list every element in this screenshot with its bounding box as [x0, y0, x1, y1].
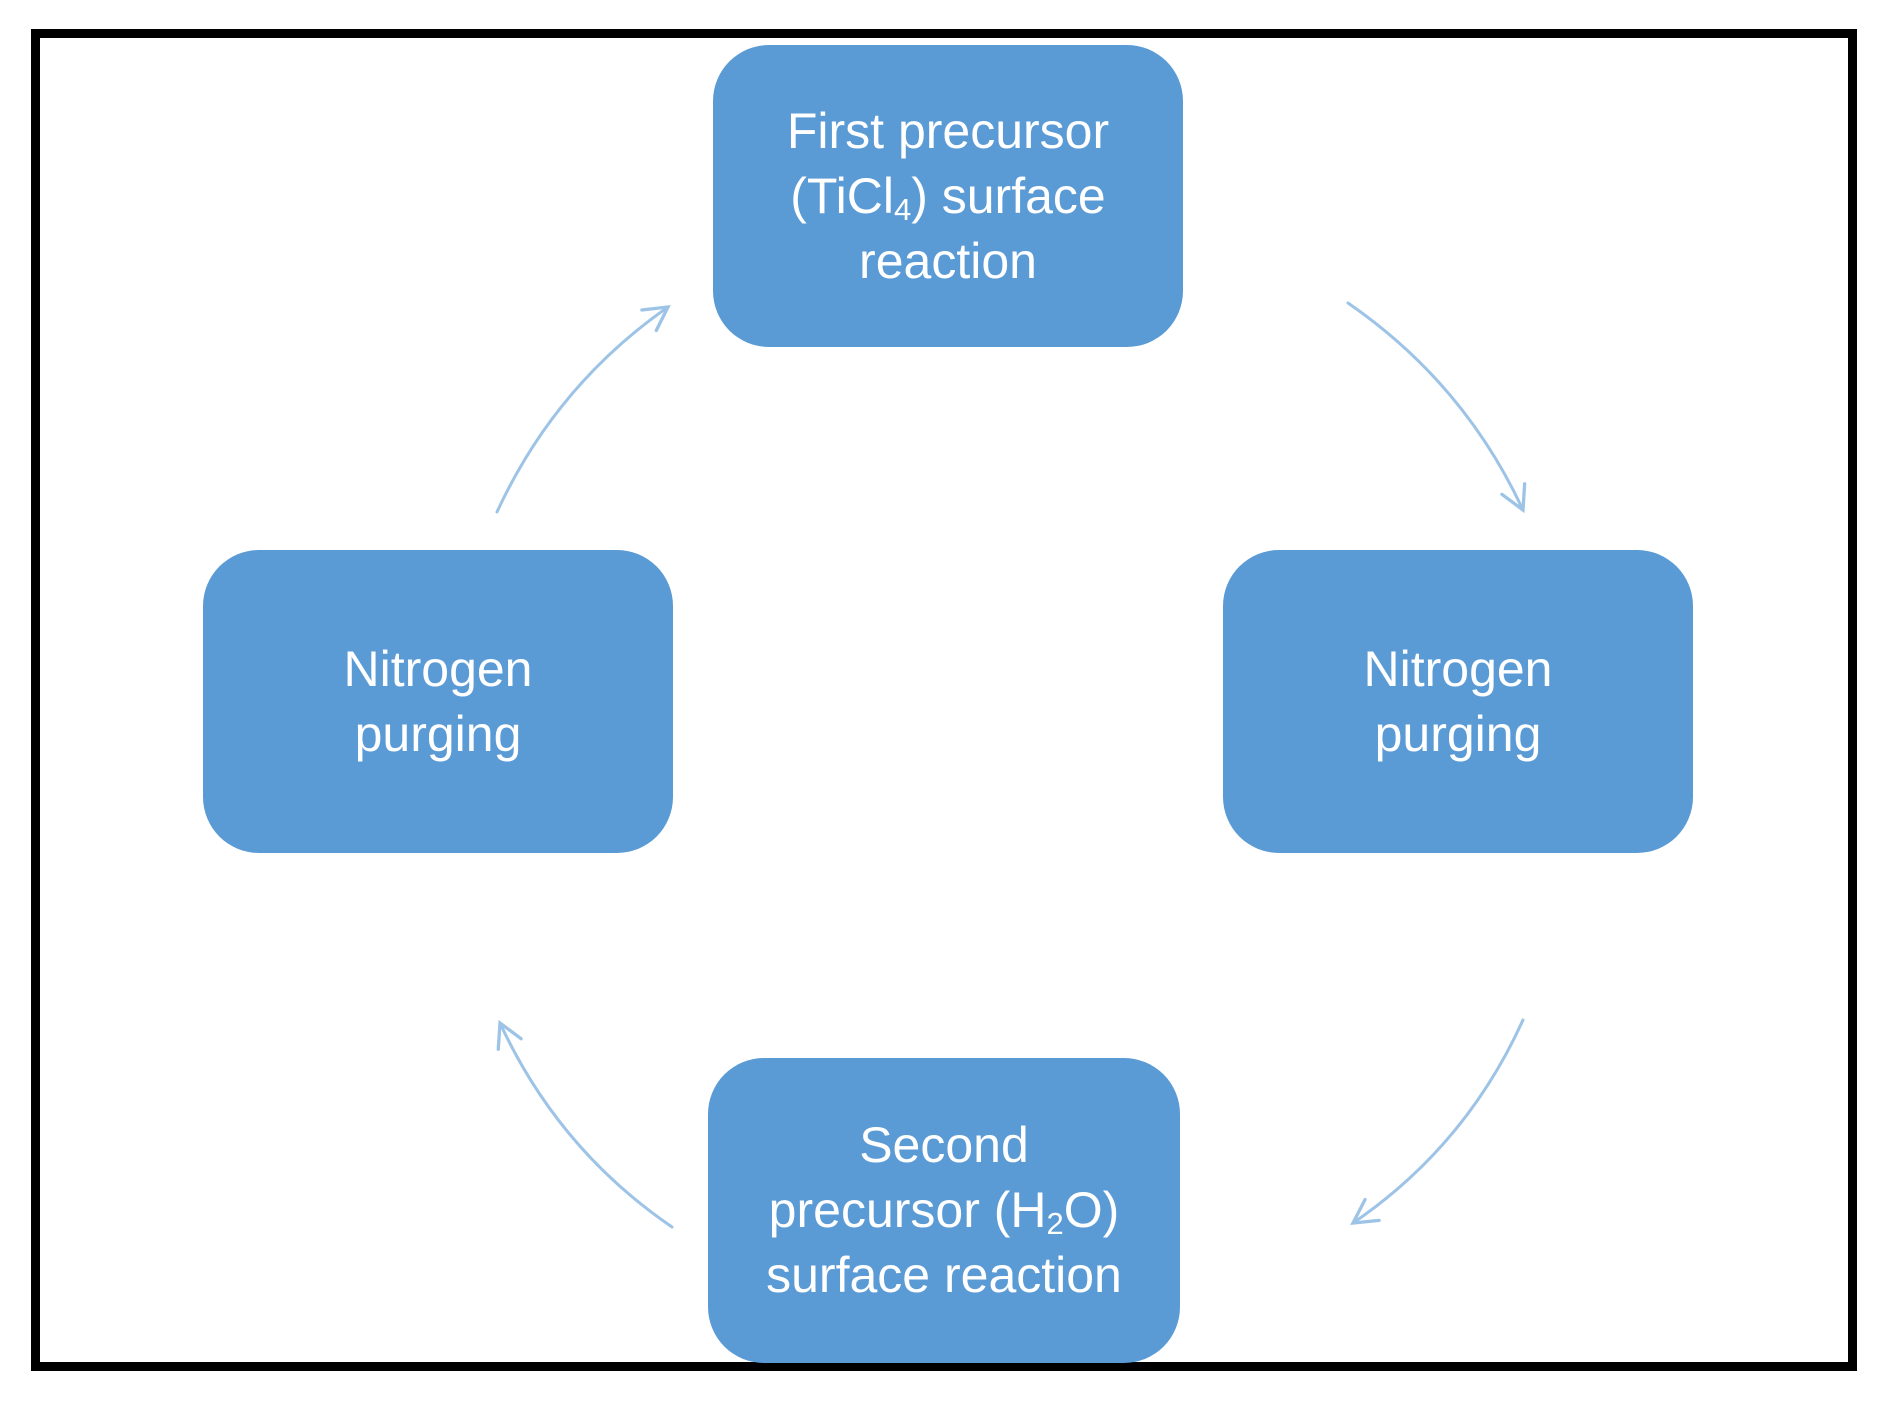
step-label-line: surface reaction: [766, 1247, 1122, 1303]
step-box-first-precursor: First precursor (TiCl4) surface reaction: [713, 45, 1183, 347]
step-label-line: Nitrogen: [1363, 640, 1553, 697]
diagram-border-frame: [31, 29, 1857, 1371]
step-label-line: purging: [354, 705, 522, 762]
step-label-line: Nitrogen: [343, 640, 533, 697]
step-label-line: First precursor: [786, 102, 1110, 159]
step-label-line: precursor (H2O): [768, 1182, 1120, 1241]
step-box-nitrogen-purging-right: Nitrogen purging: [1223, 550, 1693, 853]
step-label-line: Second: [859, 1117, 1029, 1173]
step-label-line: reaction: [859, 232, 1037, 289]
step-box-nitrogen-purging-left: Nitrogen purging: [203, 550, 673, 853]
step-label-line: purging: [1374, 705, 1542, 762]
step-label-line: (TiCl4) surface: [790, 167, 1106, 227]
step-box-second-precursor: Second precursor (H2O) surface reaction: [708, 1058, 1180, 1363]
